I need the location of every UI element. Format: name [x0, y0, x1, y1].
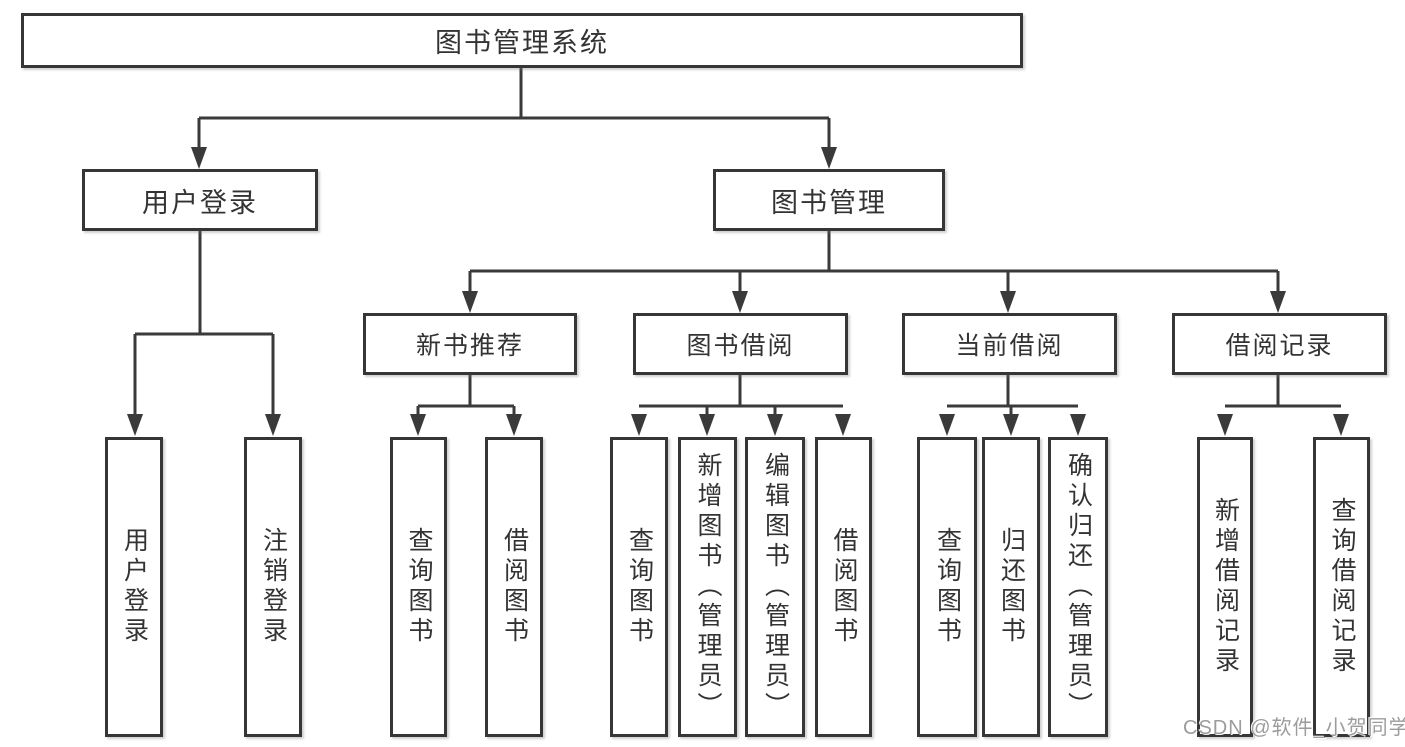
- leaf-logout: 注销登录: [244, 437, 302, 737]
- node-user-login: 用户登录: [82, 169, 318, 231]
- arrowhead-down-icon: [1070, 414, 1086, 436]
- leaf-add-book-admin-label: 新增图书（管理员）: [694, 452, 722, 722]
- arrowhead-down-icon: [699, 414, 715, 436]
- node-library-system: 图书管理系统: [21, 13, 1023, 68]
- node-borrow-records: 借阅记录: [1172, 313, 1387, 375]
- leaf-add-borrow-record: 新增借阅记录: [1197, 437, 1253, 737]
- leaf-return-book-label: 归还图书: [997, 527, 1026, 647]
- arrowhead-down-icon: [835, 414, 851, 436]
- arrowhead-down-icon: [1333, 414, 1349, 436]
- arrowhead-down-icon: [1003, 414, 1019, 436]
- arrowhead-down-icon: [127, 414, 143, 436]
- node-book-borrow: 图书借阅: [633, 313, 848, 375]
- leaf-logout-label: 注销登录: [259, 527, 288, 647]
- arrowhead-down-icon: [767, 414, 783, 436]
- node-new-book-recommend-label: 新书推荐: [415, 332, 524, 360]
- node-current-borrow-label: 当前借阅: [955, 332, 1064, 360]
- leaf-add-book-admin: 新增图书（管理员）: [678, 437, 737, 737]
- leaf-user-login: 用户登录: [105, 437, 163, 737]
- leaf-query-books-current-label: 查询图书: [933, 527, 962, 647]
- leaf-query-books-recommend: 查询图书: [390, 437, 447, 737]
- node-book-borrow-label: 图书借阅: [686, 332, 795, 360]
- leaf-query-books-current: 查询图书: [917, 437, 977, 737]
- node-user-login-label: 用户登录: [142, 187, 258, 218]
- leaf-confirm-return-admin-label: 确认归还（管理员）: [1064, 452, 1093, 722]
- arrowhead-down-icon: [821, 147, 837, 169]
- csdn-watermark: CSDN @软件_小贺同学: [1183, 717, 1405, 739]
- leaf-query-borrow-record: 查询借阅记录: [1313, 437, 1370, 737]
- arrowhead-down-icon: [462, 291, 478, 313]
- arrowhead-down-icon: [939, 414, 955, 436]
- node-book-management-label: 图书管理: [771, 187, 887, 218]
- leaf-user-login-label: 用户登录: [120, 527, 149, 647]
- arrowhead-down-icon: [1217, 414, 1233, 436]
- leaf-edit-book-admin: 编辑图书（管理员）: [745, 437, 805, 737]
- node-current-borrow: 当前借阅: [902, 313, 1117, 375]
- arrowhead-down-icon: [191, 147, 207, 169]
- leaf-borrow-books-label: 借阅图书: [830, 527, 858, 647]
- leaf-return-book: 归还图书: [982, 437, 1040, 737]
- leaf-query-books-borrow: 查询图书: [610, 437, 668, 737]
- leaf-confirm-return-admin: 确认归还（管理员）: [1048, 437, 1108, 737]
- node-borrow-records-label: 借阅记录: [1225, 332, 1334, 360]
- leaf-borrow-books: 借阅图书: [815, 437, 872, 737]
- arrowhead-down-icon: [1000, 291, 1016, 313]
- node-book-management: 图书管理: [713, 169, 945, 231]
- leaf-query-borrow-record-label: 查询借阅记录: [1328, 497, 1356, 677]
- arrowhead-down-icon: [265, 414, 281, 436]
- arrowhead-down-icon: [410, 414, 426, 436]
- arrowhead-down-icon: [506, 414, 522, 436]
- leaf-add-borrow-record-label: 新增借阅记录: [1211, 497, 1240, 677]
- leaf-query-books-recommend-label: 查询图书: [405, 527, 433, 647]
- arrowhead-down-icon: [732, 291, 748, 313]
- leaf-query-books-borrow-label: 查询图书: [625, 527, 654, 647]
- arrowhead-down-icon: [631, 414, 647, 436]
- node-library-system-label: 图书管理系统: [435, 28, 609, 58]
- leaf-edit-book-admin-label: 编辑图书（管理员）: [761, 452, 790, 722]
- leaf-borrow-books-recommend: 借阅图书: [485, 437, 543, 737]
- leaf-borrow-books-recommend-label: 借阅图书: [500, 527, 529, 647]
- node-new-book-recommend: 新书推荐: [363, 313, 577, 375]
- arrowhead-down-icon: [1270, 291, 1286, 313]
